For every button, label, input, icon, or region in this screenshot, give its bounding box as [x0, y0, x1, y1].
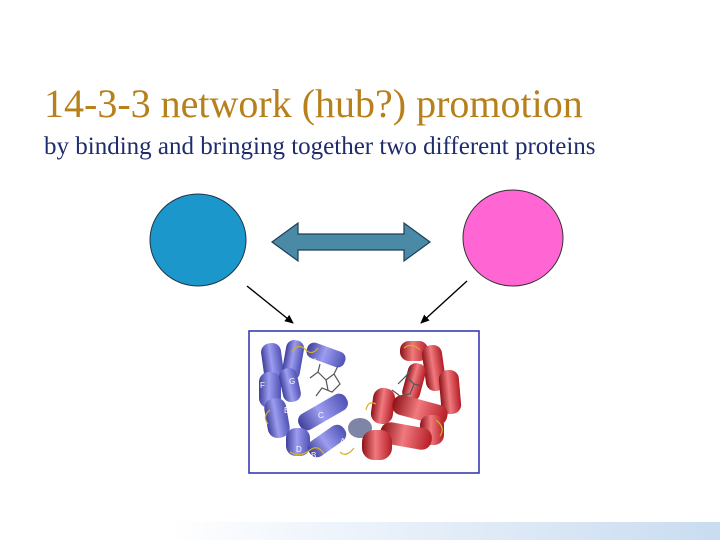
helix-label-c: C	[318, 411, 324, 420]
blue-monomer	[259, 340, 372, 458]
ligand-peptides	[309, 363, 423, 397]
protein-right-circle	[462, 189, 564, 287]
helix-label-a: A	[340, 437, 346, 446]
helix-labels: F G I E C D B A	[260, 357, 346, 460]
protein-structure-image: F G I E C D B A	[248, 330, 480, 474]
helix-label-d: D	[296, 445, 302, 454]
footer-gradient-bar	[168, 522, 720, 540]
slide-subtitle: by binding and bringing together two dif…	[44, 133, 596, 160]
protein-left-circle	[149, 193, 247, 287]
helix-label-b: B	[311, 451, 316, 460]
helix-label-g: G	[289, 377, 295, 386]
pointer-arrow-left	[246, 285, 294, 324]
pointer-arrow-right	[420, 280, 468, 324]
double-arrow	[270, 221, 432, 263]
loop-coils	[264, 344, 443, 456]
helix-label-i: I	[314, 357, 316, 366]
helix-label-f: F	[260, 381, 265, 390]
slide-title: 14-3-3 network (hub?) promotion	[44, 81, 583, 126]
helix-label-e: E	[284, 406, 289, 415]
